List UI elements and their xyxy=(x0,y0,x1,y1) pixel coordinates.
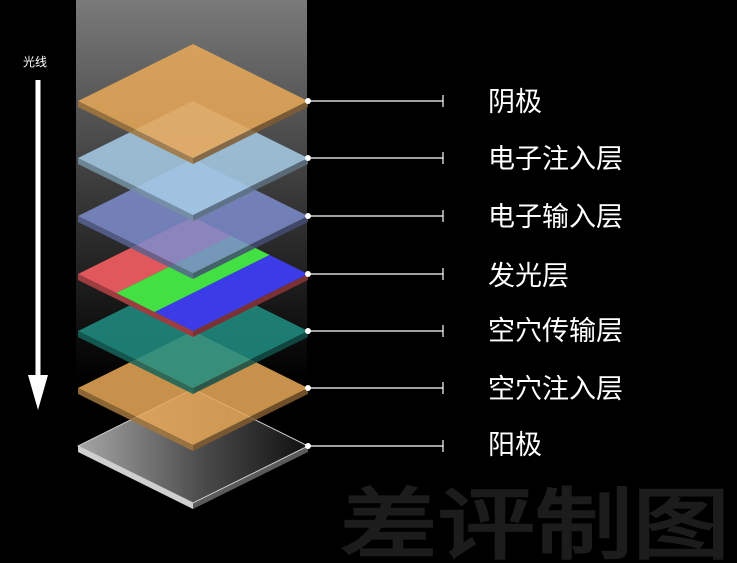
layer-label-group: 阳极 xyxy=(305,430,542,461)
layer-side-left xyxy=(78,274,193,337)
layer-side-right xyxy=(193,446,308,509)
layer-label-group: 电子输入层 xyxy=(305,202,623,233)
subpixel-3 xyxy=(154,255,308,331)
layer-label-group: 空穴注入层 xyxy=(305,374,623,405)
layer-side-right xyxy=(193,216,308,279)
layer-side-right xyxy=(193,158,308,221)
layer-label: 空穴传输层 xyxy=(488,316,623,347)
layer-label: 阴极 xyxy=(488,87,542,118)
layer-side-right xyxy=(193,388,308,451)
layer-label-group: 空穴传输层 xyxy=(305,316,623,347)
layer-side-left xyxy=(78,158,193,221)
layer-side-left xyxy=(78,446,193,509)
light-direction-arrow: 光线 xyxy=(23,55,48,410)
light-direction-label: 光线 xyxy=(23,55,47,69)
arrow-head-icon xyxy=(28,375,48,410)
layer-label: 电子输入层 xyxy=(488,202,623,233)
layer-side-left xyxy=(78,331,193,394)
layer-label: 电子注入层 xyxy=(488,144,623,175)
layer-label: 阳极 xyxy=(488,430,542,461)
layer-label-group: 发光层 xyxy=(305,261,569,292)
layer-side-right xyxy=(193,331,308,394)
layer-side-right xyxy=(193,101,308,164)
layer-top xyxy=(78,44,308,158)
layer-1 xyxy=(78,44,308,164)
layer-side-right xyxy=(193,274,308,337)
layer-label: 空穴注入层 xyxy=(488,374,623,405)
layer-stack xyxy=(76,44,310,509)
watermark: 差评制图 xyxy=(340,481,730,563)
layer-label-group: 阴极 xyxy=(305,87,542,118)
layer-side-left xyxy=(78,216,193,279)
layer-side-left xyxy=(78,388,193,451)
layer-label: 发光层 xyxy=(488,261,569,292)
layer-side-left xyxy=(78,101,193,164)
layer-label-group: 电子注入层 xyxy=(305,144,623,175)
